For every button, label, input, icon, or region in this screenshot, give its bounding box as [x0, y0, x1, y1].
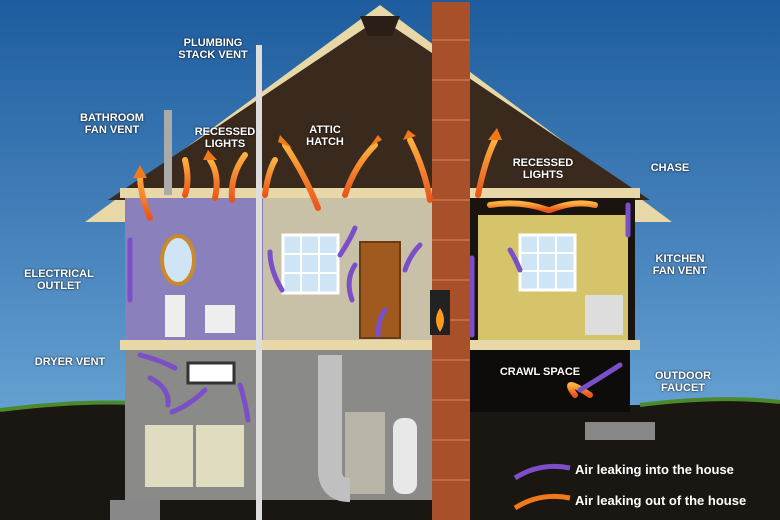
label-dryer-vent: DRYER VENT — [34, 356, 106, 368]
legend-air-out: Air leaking out of the house — [575, 493, 747, 508]
plumbing-stack-vent — [256, 45, 262, 520]
label-crawl-space: CRAWL SPACE — [499, 366, 581, 378]
chimney — [432, 2, 470, 520]
label-chase: CHASE — [650, 162, 690, 174]
label-plumbing-stack-vent: PLUMBING STACK VENT — [178, 37, 248, 61]
label-recessed-lights-left: RECESSED LIGHTS — [194, 126, 256, 150]
label-outdoor-faucet: OUTDOOR FAUCET — [654, 370, 712, 394]
label-electrical-outlet: ELECTRICAL OUTLET — [24, 268, 94, 292]
legend-out-arrow — [513, 493, 571, 511]
label-attic-hatch: ATTIC HATCH — [306, 124, 344, 148]
floor — [120, 340, 640, 350]
legend-in-arrow — [513, 463, 571, 481]
label-recessed-lights-right: RECESSED LIGHTS — [512, 157, 574, 181]
air-out-arrows — [137, 137, 598, 398]
air-in-arrows — [127, 202, 631, 423]
label-kitchen-fan-vent: KITCHEN FAN VENT — [652, 253, 708, 277]
legend-air-in: Air leaking into the house — [575, 462, 734, 477]
crawl-space — [470, 350, 630, 412]
label-bathroom-fan-vent: BATHROOM FAN VENT — [80, 112, 144, 136]
